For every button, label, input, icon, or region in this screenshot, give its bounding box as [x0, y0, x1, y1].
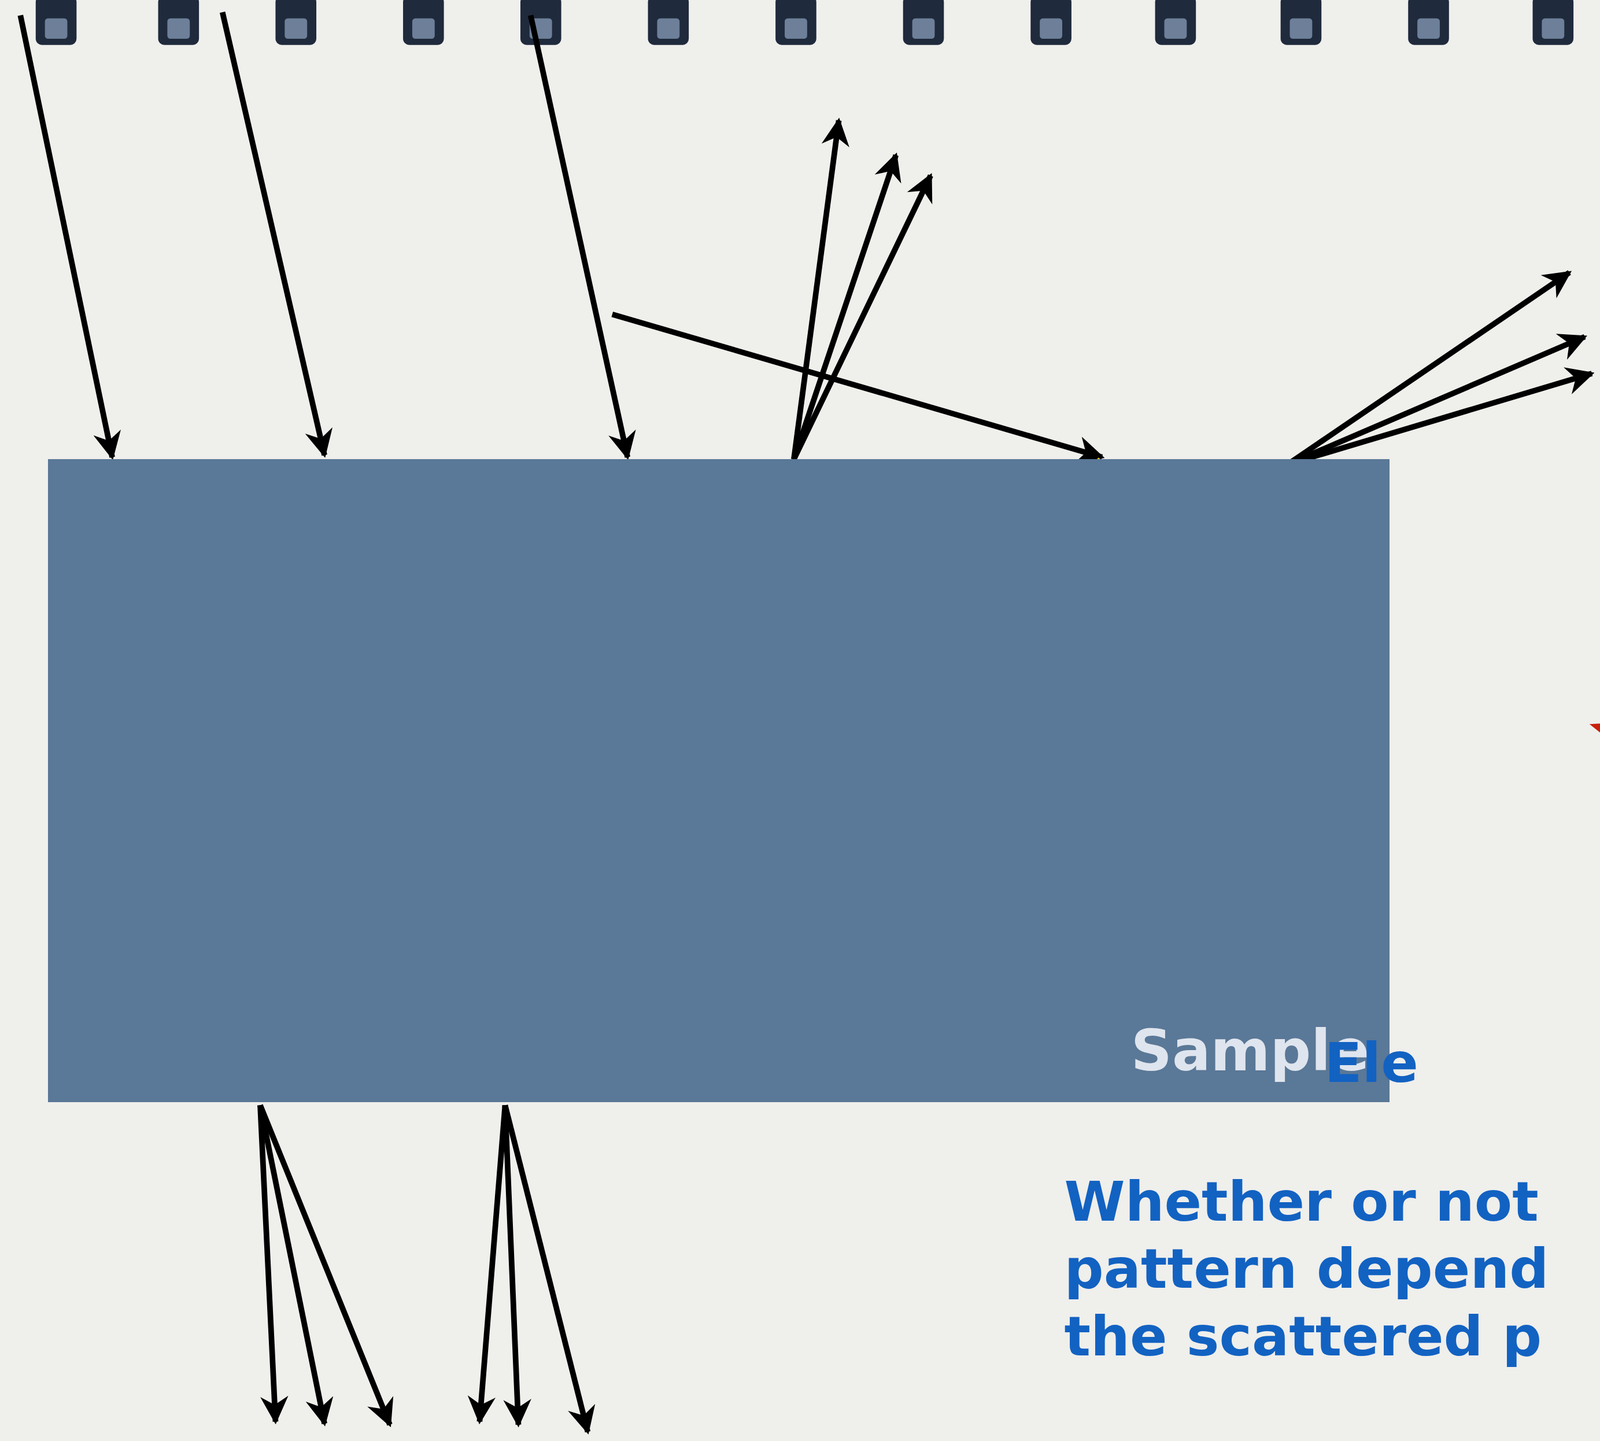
electron-ray: [260, 1105, 390, 1425]
binding-ring: [275, 0, 317, 46]
binding-ring-slot: [45, 18, 68, 39]
electron-ray: [260, 1105, 276, 1422]
scattering-star: [1135, 490, 1202, 554]
electron-ray: [793, 120, 840, 460]
electron-path-inside: [1186, 471, 1281, 508]
scattering-star: [574, 720, 641, 784]
scattering-star: [1589, 700, 1600, 764]
binding-ring: [35, 0, 77, 46]
scattering-star: [669, 689, 735, 753]
binding-ring: [1280, 0, 1322, 46]
electron-ray: [20, 15, 113, 457]
binding-ring: [648, 0, 690, 46]
binding-ring: [403, 0, 445, 46]
spiral-binding: [35, 0, 1574, 46]
cut-body-line: the scattered p: [1064, 1306, 1543, 1367]
binding-ring-slot: [1039, 18, 1063, 39]
binding-ring-slot: [1541, 18, 1565, 39]
electron-path-inside: [477, 765, 606, 925]
electron-ray: [612, 314, 1103, 458]
electron-path-inside: [467, 954, 505, 1099]
scattering-star: [431, 899, 498, 963]
electron-ray: [222, 12, 325, 456]
electron-path-inside: [630, 461, 698, 703]
binding-ring: [158, 0, 200, 46]
electron-ray: [505, 1105, 589, 1432]
electron-path-inside: [711, 463, 793, 715]
electron-ray: [479, 1105, 505, 1422]
electron-ray: [793, 175, 931, 460]
electron-ray: [793, 154, 896, 460]
binding-ring-slot: [784, 18, 808, 39]
cut-body-line: pattern depend: [1064, 1238, 1550, 1300]
sample-slab: Sample: [47, 459, 1391, 1103]
binding-ring-slot: [529, 18, 553, 39]
binding-ring: [903, 0, 945, 46]
cut-heading: Ele: [1324, 1032, 1419, 1094]
electron-ray: [1287, 336, 1585, 465]
binding-ring-slot: [412, 18, 435, 39]
binding-ring-slot: [167, 18, 190, 39]
electron-ray: [1287, 373, 1592, 465]
binding-ring-slot: [1417, 18, 1440, 39]
electron-ray: [530, 15, 628, 457]
electron-ray: [505, 1105, 519, 1425]
binding-ring-slot: [912, 18, 936, 39]
binding-ring-slot: [656, 18, 680, 39]
binding-ring-slot: [284, 18, 308, 39]
electron-path-inside: [379, 700, 582, 756]
binding-ring: [1030, 0, 1072, 46]
electron-ray: [1287, 272, 1570, 465]
electron-path-inside: [328, 461, 366, 666]
binding-ring: [1408, 0, 1450, 46]
binding-ring: [775, 0, 817, 46]
electron-ray: [260, 1105, 325, 1424]
electron-path-inside: [1096, 459, 1152, 511]
scattering-star: [342, 659, 409, 723]
binding-ring-slot: [1164, 18, 1187, 39]
binding-ring: [1532, 0, 1574, 46]
cut-body-line: Whether or not: [1064, 1171, 1539, 1233]
binding-ring-slot: [1290, 18, 1313, 39]
electron-path-inside: [117, 461, 261, 1099]
binding-ring: [1155, 0, 1197, 46]
binding-ring: [520, 0, 562, 46]
